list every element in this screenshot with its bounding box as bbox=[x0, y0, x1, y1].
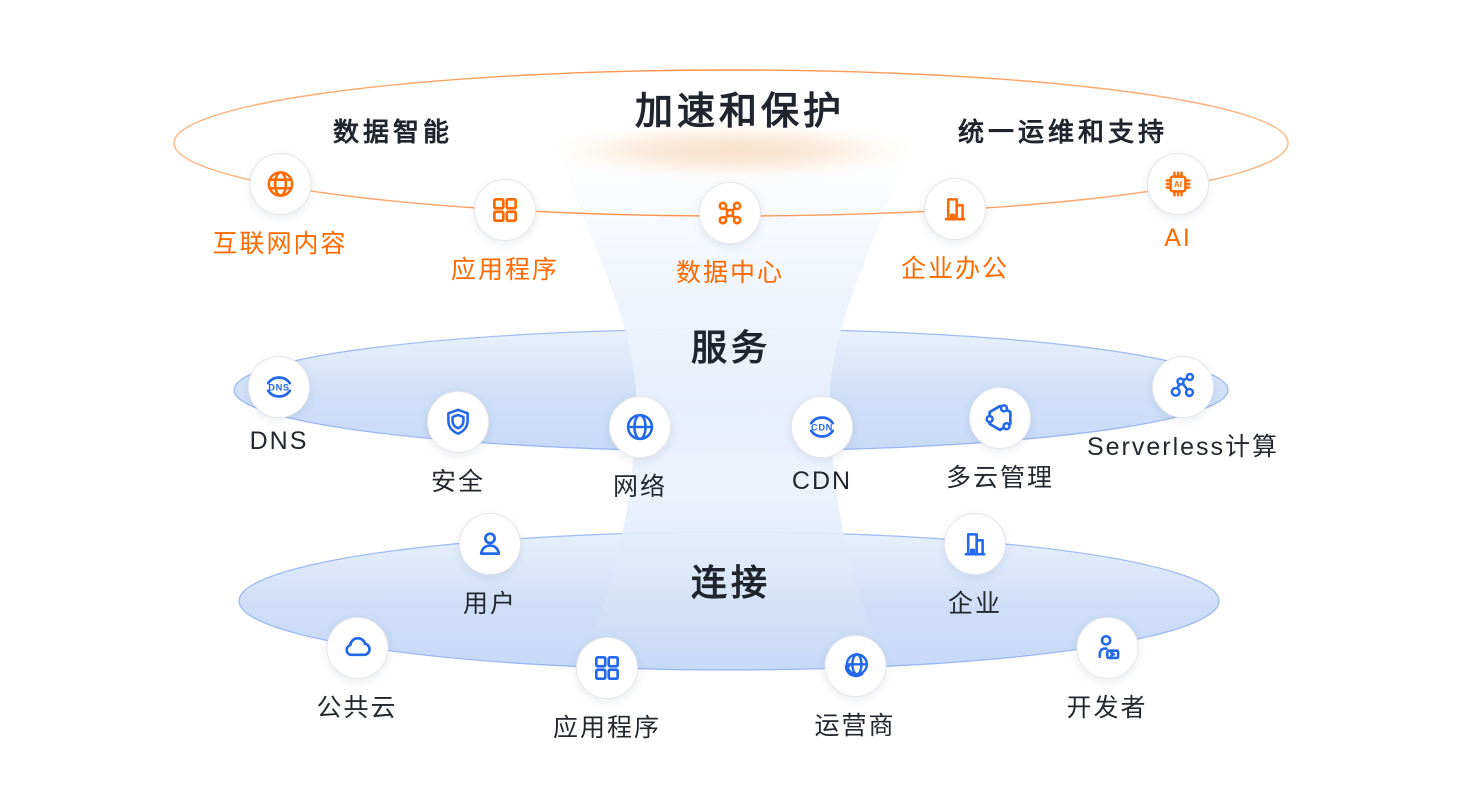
node-public-cloud: 公共云 bbox=[316, 617, 397, 724]
node-applications-top: 应用程序 bbox=[451, 179, 559, 286]
user-icon bbox=[459, 513, 521, 575]
shield-icon bbox=[427, 391, 489, 453]
node-label: 多云管理 bbox=[945, 464, 1055, 492]
node-label: AI bbox=[1164, 224, 1192, 252]
sub-label-unified-ops: 统一运维和支持 bbox=[957, 117, 1169, 147]
node-cdn: CDN CDN bbox=[791, 396, 853, 496]
connect-tier-title: 连接 bbox=[690, 562, 772, 603]
funnel-glow bbox=[548, 124, 918, 178]
app-grid-icon bbox=[473, 179, 536, 241]
node-internet-content: 互联网内容 bbox=[212, 153, 347, 260]
node-network: 网络 bbox=[609, 396, 671, 503]
node-label: 公共云 bbox=[316, 694, 398, 722]
node-label: 企业办公 bbox=[900, 255, 1010, 283]
node-label: 数据中心 bbox=[675, 259, 785, 287]
svg-text:AI: AI bbox=[1174, 180, 1182, 189]
network-globe-icon bbox=[609, 396, 671, 458]
node-label: CDN bbox=[791, 467, 853, 495]
node-label: 互联网内容 bbox=[212, 230, 348, 258]
developer-icon bbox=[1075, 617, 1138, 679]
enterprise-building-icon bbox=[944, 513, 1006, 575]
node-label: 运营商 bbox=[814, 712, 896, 740]
svg-text:CDN: CDN bbox=[811, 422, 833, 432]
office-building-icon bbox=[923, 178, 986, 240]
node-label: DNS bbox=[249, 427, 309, 455]
node-ai: AI AI bbox=[1147, 153, 1209, 253]
node-label: 企业 bbox=[947, 590, 1002, 618]
node-enterprise: 企业 bbox=[944, 513, 1006, 620]
carrier-globe-icon bbox=[823, 635, 886, 697]
node-serverless: Serverless计算 bbox=[1087, 356, 1279, 463]
node-label: 应用程序 bbox=[552, 714, 662, 742]
ai-chip-icon: AI bbox=[1147, 153, 1209, 215]
node-dns: DNS DNS bbox=[248, 356, 310, 456]
sub-label-data-intelligence: 数据智能 bbox=[332, 117, 454, 147]
node-enterprise-office: 企业办公 bbox=[901, 178, 1009, 285]
molecule-nodes-icon bbox=[1152, 356, 1214, 418]
hexagon-nodes-icon bbox=[968, 387, 1031, 449]
funnel-shape bbox=[558, 148, 908, 669]
node-label: 用户 bbox=[462, 590, 517, 618]
node-label: Serverless计算 bbox=[1086, 433, 1280, 461]
svg-text:DNS: DNS bbox=[268, 382, 289, 392]
dns-globe-icon: DNS bbox=[248, 356, 310, 418]
node-label: 应用程序 bbox=[450, 256, 560, 284]
node-label: 网络 bbox=[612, 473, 667, 501]
node-data-center: 数据中心 bbox=[676, 182, 784, 289]
service-tier-title: 服务 bbox=[690, 327, 772, 368]
node-carrier: 运营商 bbox=[814, 635, 895, 742]
node-developer: 开发者 bbox=[1066, 617, 1147, 724]
node-label: 安全 bbox=[430, 468, 485, 496]
node-user: 用户 bbox=[459, 513, 521, 620]
globe-icon bbox=[248, 153, 311, 215]
node-security: 安全 bbox=[427, 391, 489, 498]
diagram-title: 加速和保护 bbox=[634, 91, 846, 133]
data-center-icon bbox=[698, 182, 761, 244]
node-applications-bottom: 应用程序 bbox=[553, 637, 661, 744]
cloud-icon bbox=[325, 617, 388, 679]
node-label: 开发者 bbox=[1066, 694, 1148, 722]
app-grid-icon bbox=[575, 637, 638, 699]
cdn-globe-icon: CDN bbox=[791, 396, 853, 458]
node-multicloud: 多云管理 bbox=[946, 387, 1054, 494]
